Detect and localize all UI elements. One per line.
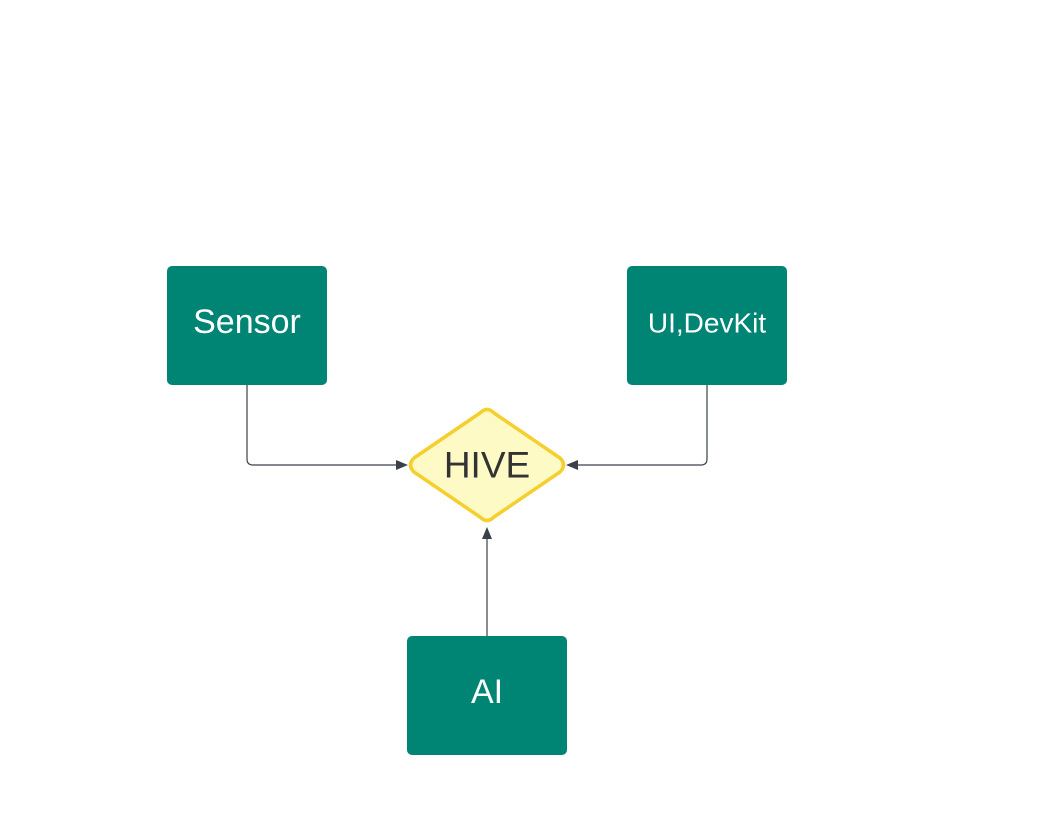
node-ui-devkit[interactable]: UI,DevKit	[627, 266, 787, 385]
connectors	[246, 385, 708, 636]
node-sensor[interactable]: Sensor	[167, 266, 327, 385]
node-sensor-box	[167, 266, 327, 385]
node-hive[interactable]: HIVE	[408, 407, 566, 523]
arrowhead-ui-devkit-to-hive	[566, 460, 578, 470]
node-sensor-label: Sensor	[193, 303, 301, 341]
node-ui-devkit-box	[627, 266, 787, 385]
edge-ui-devkit-to-hive	[577, 385, 708, 466]
arrowhead-ai-to-hive	[482, 527, 492, 539]
node-ui-devkit-label: UI,DevKit	[648, 308, 766, 339]
node-ai-box	[407, 636, 567, 755]
node-hive-diamond	[408, 407, 566, 523]
arrowhead-sensor-to-hive	[396, 460, 408, 470]
node-ai[interactable]: AI	[407, 636, 567, 755]
edge-sensor-to-hive	[246, 385, 398, 466]
node-ai-label: AI	[471, 673, 503, 711]
node-hive-label: HIVE	[444, 445, 530, 486]
